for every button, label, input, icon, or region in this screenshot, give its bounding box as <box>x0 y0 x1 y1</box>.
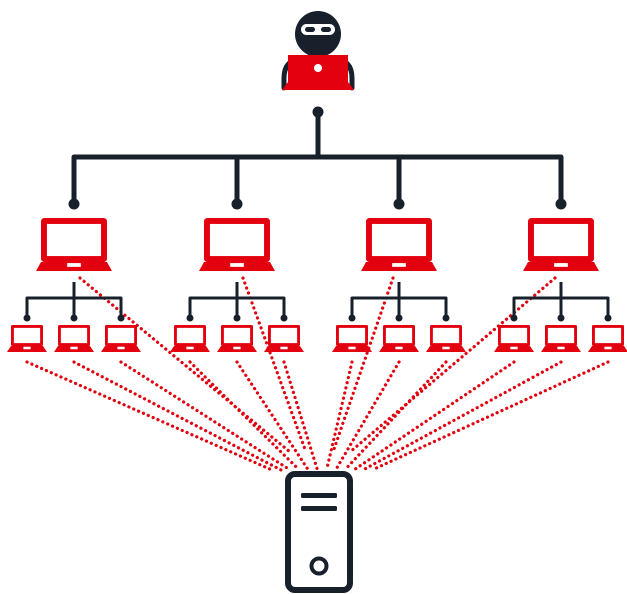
hacker-icon <box>281 11 355 91</box>
laptop-icon <box>54 325 94 352</box>
laptop-icon <box>494 325 534 352</box>
attack-line <box>119 360 292 472</box>
junction-dot <box>442 314 450 322</box>
junction-dot <box>68 198 80 210</box>
junction-dot <box>557 314 565 322</box>
junction-dot <box>510 314 518 322</box>
junction-dot <box>186 314 194 322</box>
laptop-icon <box>7 325 47 352</box>
attack-line <box>78 276 292 454</box>
attack-line <box>348 276 557 454</box>
command-hierarchy-lines <box>23 106 612 322</box>
laptop-icon <box>217 325 257 352</box>
laptop-icon <box>541 325 581 352</box>
attack-line <box>343 360 448 472</box>
junction-dot <box>555 198 567 210</box>
attack-line <box>361 360 563 472</box>
laptop-icon <box>170 325 210 352</box>
laptop-icon <box>361 218 437 271</box>
laptop-icon <box>36 218 112 271</box>
junction-dot <box>117 314 125 322</box>
junction-dot <box>393 198 405 210</box>
junction-dot <box>395 314 403 322</box>
attack-line <box>72 360 283 472</box>
junction-dot <box>233 314 241 322</box>
laptop-icon <box>199 218 275 271</box>
junction-dot <box>23 314 31 322</box>
laptop-icon <box>264 325 304 352</box>
attack-line <box>324 360 354 472</box>
laptop-icon <box>379 325 419 352</box>
laptop-icon <box>523 218 599 271</box>
attack-line <box>334 360 401 472</box>
attack-line <box>331 276 395 454</box>
junction-dot <box>312 106 324 118</box>
junction-dot <box>280 314 288 322</box>
attack-line <box>370 360 610 472</box>
laptop-icon <box>101 325 141 352</box>
junction-dot <box>231 198 243 210</box>
network-nodes <box>7 11 627 593</box>
laptop-icon <box>588 325 627 352</box>
attack-line <box>188 360 301 472</box>
laptop-icon <box>426 325 466 352</box>
server-icon <box>285 471 353 593</box>
attack-line <box>282 360 320 472</box>
attack-line <box>235 360 310 472</box>
junction-dot <box>70 314 78 322</box>
attack-line <box>352 360 516 472</box>
attack-traffic-lines <box>25 276 610 472</box>
junction-dot <box>348 314 356 322</box>
laptop-icon <box>332 325 372 352</box>
attack-line <box>25 360 274 472</box>
junction-dot <box>604 314 612 322</box>
attack-line <box>241 276 308 454</box>
